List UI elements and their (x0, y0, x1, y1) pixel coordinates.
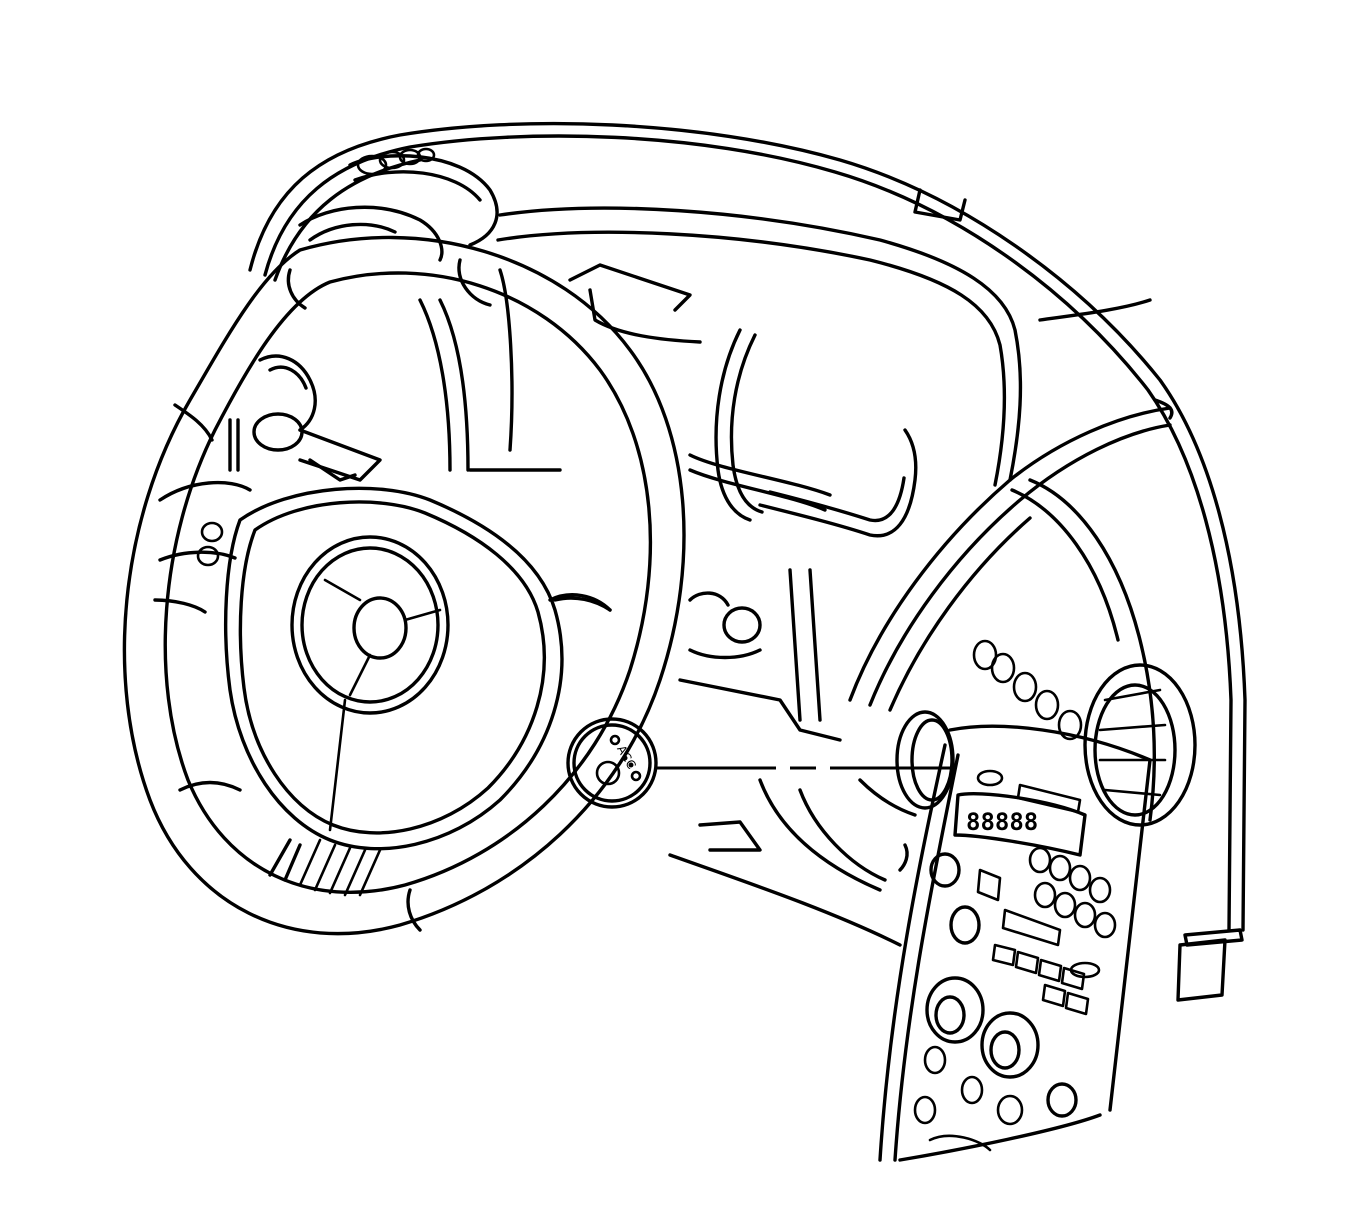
steering-column-area (228, 268, 842, 742)
door-tag (1176, 928, 1244, 1002)
centre-stack: 88888 (878, 639, 1197, 1162)
ignition-switch: ACC (566, 717, 658, 809)
lower-dash-contours (668, 778, 917, 947)
dashboard-upper-outline (248, 121, 1247, 932)
left-instrument-pod (298, 147, 499, 262)
instrument-cluster (496, 206, 1023, 538)
centre-left-vent (895, 710, 955, 810)
centre-stack-arch (848, 406, 1172, 822)
radio-display: 88888 (966, 808, 1038, 836)
steering-wheel (122, 235, 686, 936)
